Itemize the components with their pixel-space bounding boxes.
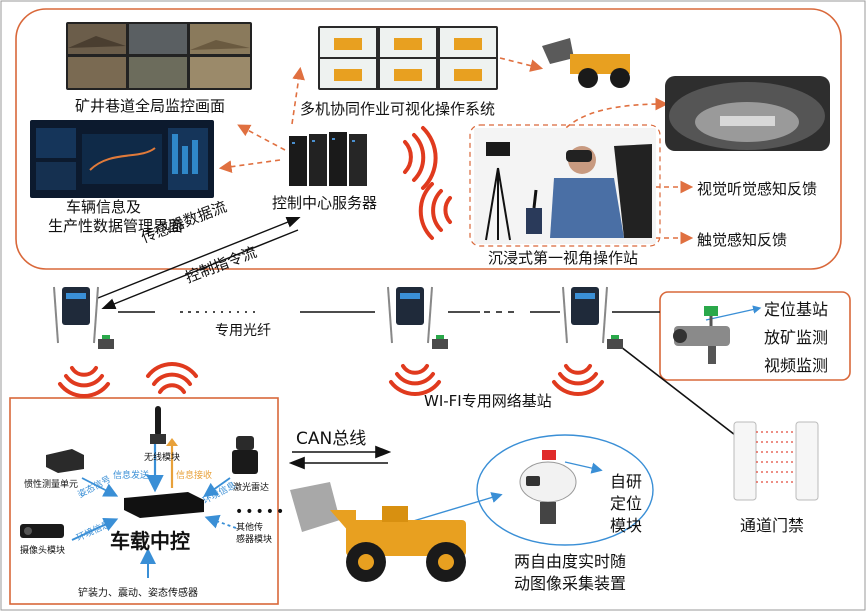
arrow-to-loader	[499, 57, 544, 72]
immersive-station-photo	[474, 128, 656, 244]
wireless-module-icon	[146, 404, 170, 446]
camera-module-device	[18, 520, 68, 542]
control-stream-arrow	[101, 229, 299, 310]
other-sensors-label-1: 其他传	[236, 523, 264, 533]
dashboard-graphics	[36, 128, 208, 190]
lidar-device	[228, 434, 262, 478]
arrow-to-multi-machine	[291, 66, 305, 125]
camera-module-icon	[20, 524, 64, 538]
camera-icon	[673, 306, 730, 364]
av-feedback-label: 视觉听觉感知反馈	[697, 180, 818, 198]
antenna-icon	[150, 406, 166, 444]
other-sensors-label-2: 感器模块	[236, 535, 273, 545]
vr-view	[665, 76, 830, 151]
camera-device	[668, 300, 740, 370]
ore-monitor-label: 放矿监测	[764, 328, 829, 347]
fiber-label: 专用光纤	[215, 323, 271, 339]
other-sensors-dots: •••••	[235, 504, 287, 520]
module-label-3: 模块	[610, 516, 643, 535]
network-node-left	[44, 283, 120, 361]
gate-label: 通道门禁	[740, 516, 805, 535]
wireless-module-label: 无线模块	[144, 453, 181, 463]
legend-frame	[659, 291, 851, 381]
haptic-feedback-label: 触觉感知反馈	[697, 231, 788, 249]
loader-screen-grid	[320, 28, 496, 88]
underground-loader	[286, 480, 486, 590]
camera-module-label: 摄像头模块	[20, 546, 66, 556]
server-label: 控制中心服务器	[272, 194, 378, 212]
gimbal-icon	[519, 450, 577, 524]
lidar-icon	[232, 436, 258, 474]
device-label-2: 动图像采集装置	[514, 574, 627, 593]
base-station-icon-middle	[387, 286, 448, 349]
vehicle-center-label: 车载中控	[110, 529, 190, 553]
wifi-signals	[58, 126, 604, 398]
can-bus-label: CAN总线	[296, 429, 367, 449]
immersive-station-frame	[469, 124, 661, 247]
loader-body-icon	[290, 482, 466, 582]
monitor-label: 矿井巷道全局监控画面	[75, 97, 226, 115]
mine-monitor-wall	[66, 22, 252, 90]
network-node-middle	[378, 283, 454, 361]
base-station-icon-right	[562, 286, 623, 349]
positioning-device-ellipse	[476, 434, 654, 546]
fiber-line	[118, 311, 749, 446]
device-to-module-arrow	[564, 461, 603, 474]
info-send-label: 信息发送	[113, 471, 150, 481]
stream-arrows	[97, 216, 301, 310]
arrow-to-vr-view	[559, 97, 669, 135]
access-gate	[728, 418, 824, 504]
sensor-stream-arrow	[97, 216, 301, 299]
control-center-frame	[15, 8, 842, 270]
vr-view-scene	[669, 82, 825, 150]
imu-icon	[46, 449, 84, 473]
gate-link	[611, 339, 749, 446]
network-node-right	[553, 283, 629, 361]
vehicle-info-label-2: 生产性数据管理界面	[48, 217, 184, 235]
bottom-sensors-label: 铲装力、震动、姿态传感器	[78, 588, 198, 599]
monitor-wall-screens	[68, 24, 250, 88]
can-bus-arrows	[288, 445, 392, 470]
multi-machine-label: 多机协同作业可视化操作系统	[300, 100, 496, 118]
imu-device	[42, 445, 86, 475]
central-controller	[118, 488, 208, 518]
server-rack-icon	[289, 132, 367, 186]
camera-to-positioning-arrow	[705, 305, 762, 321]
server-rack	[285, 130, 377, 188]
server-data-arrows	[218, 57, 694, 245]
lidar-label: 激光雷达	[233, 483, 270, 493]
video-monitor-label: 视频监测	[764, 356, 829, 375]
immersive-label: 沉浸式第一视角操作站	[488, 249, 639, 267]
positioning-base-label: 定位基站	[764, 300, 829, 319]
controller-box-icon	[124, 492, 204, 518]
operator-scene	[485, 142, 652, 241]
multi-machine-screens	[318, 26, 498, 90]
module-label-1: 自研	[610, 472, 643, 491]
arrow-to-monitor	[237, 124, 286, 151]
gimbal-camera-device	[512, 448, 584, 528]
module-label-2: 定位	[610, 494, 643, 513]
arrow-to-vehicle-info	[218, 159, 281, 174]
device-label-1: 两自由度实时随	[514, 552, 627, 571]
info-receive-label: 信息接收	[176, 471, 213, 481]
vehicle-info-dashboard	[30, 120, 214, 198]
loader-machine-top	[540, 36, 640, 91]
vehicle-info-label-1: 车辆信息及	[66, 198, 142, 216]
loader-icon	[542, 38, 630, 88]
vehicle-control-frame	[9, 397, 279, 605]
imu-label: 惯性测量单元	[24, 480, 79, 490]
gate-icon	[733, 421, 819, 501]
vehicle-internal-arrows	[71, 438, 237, 578]
base-station-icon	[53, 286, 114, 349]
wifi-base-label: WI-FI专用网络基站	[424, 392, 552, 410]
